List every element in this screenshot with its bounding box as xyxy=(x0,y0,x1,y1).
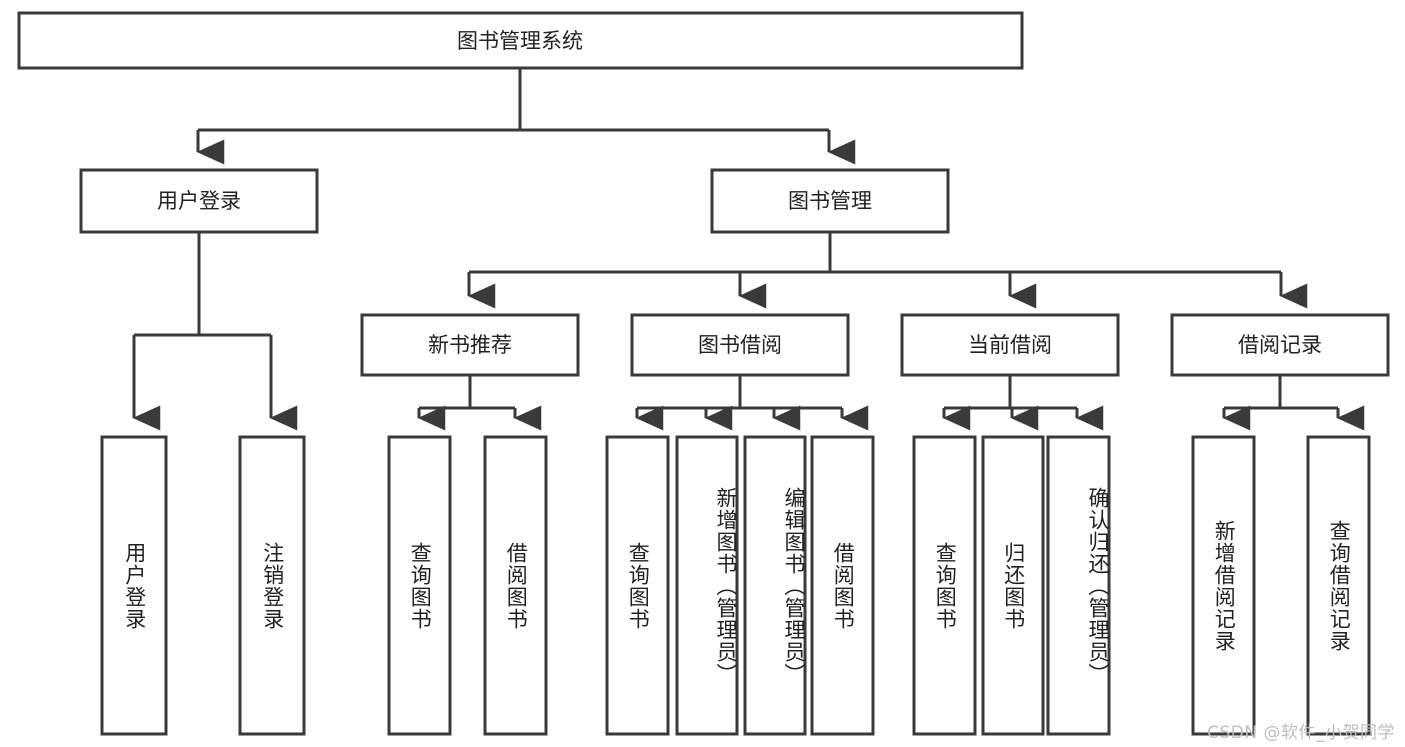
leaf-box-user-login-1[interactable] xyxy=(238,435,306,736)
leaf-box-new-book-0[interactable] xyxy=(387,435,452,736)
leaf-box-user-login-0[interactable] xyxy=(100,435,168,736)
leaf-box-current-borrow-2[interactable] xyxy=(1046,435,1111,736)
csdn-watermark: CSDN @软件_小贺同学 xyxy=(1207,723,1395,743)
node-current-borrow-box[interactable] xyxy=(900,313,1120,377)
leaf-box-borrow-records-0[interactable] xyxy=(1191,435,1256,736)
leaf-box-current-borrow-0[interactable] xyxy=(912,435,977,736)
node-user-login[interactable]: 用户登录 xyxy=(79,168,319,234)
node-root-box[interactable] xyxy=(17,11,1024,70)
node-new-book-recommend-box[interactable] xyxy=(360,313,580,377)
leaf-box-book-borrow-0[interactable] xyxy=(605,435,670,736)
node-book-manage-label: 图书管理 xyxy=(788,189,872,213)
node-book-borrow[interactable]: 图书借阅 xyxy=(630,313,850,377)
node-borrow-records[interactable]: 借阅记录 xyxy=(1170,313,1390,377)
leaf-box-book-borrow-2[interactable] xyxy=(743,435,807,736)
node-root-label: 图书管理系统 xyxy=(457,29,583,53)
node-root[interactable]: 图书管理系统 xyxy=(17,11,1024,70)
leaf-box-book-borrow-1[interactable] xyxy=(675,435,739,736)
node-new-book-recommend[interactable]: 新书推荐 xyxy=(360,313,580,377)
leaf-box-current-borrow-1[interactable] xyxy=(981,435,1045,736)
node-book-borrow-label: 图书借阅 xyxy=(698,333,782,357)
node-user-login-label: 用户登录 xyxy=(157,189,241,213)
leaf-box-new-book-1[interactable] xyxy=(483,435,548,736)
leaf-box-borrow-records-1[interactable] xyxy=(1306,435,1371,736)
node-borrow-records-box[interactable] xyxy=(1170,313,1390,377)
node-book-manage-box[interactable] xyxy=(710,168,950,234)
node-borrow-records-label: 借阅记录 xyxy=(1238,333,1322,357)
node-book-borrow-box[interactable] xyxy=(630,313,850,377)
node-new-book-recommend-label: 新书推荐 xyxy=(428,333,512,357)
node-book-manage[interactable]: 图书管理 xyxy=(710,168,950,234)
node-current-borrow-label: 当前借阅 xyxy=(968,333,1052,357)
node-current-borrow[interactable]: 当前借阅 xyxy=(900,313,1120,377)
leaf-box-book-borrow-3[interactable] xyxy=(810,435,875,736)
